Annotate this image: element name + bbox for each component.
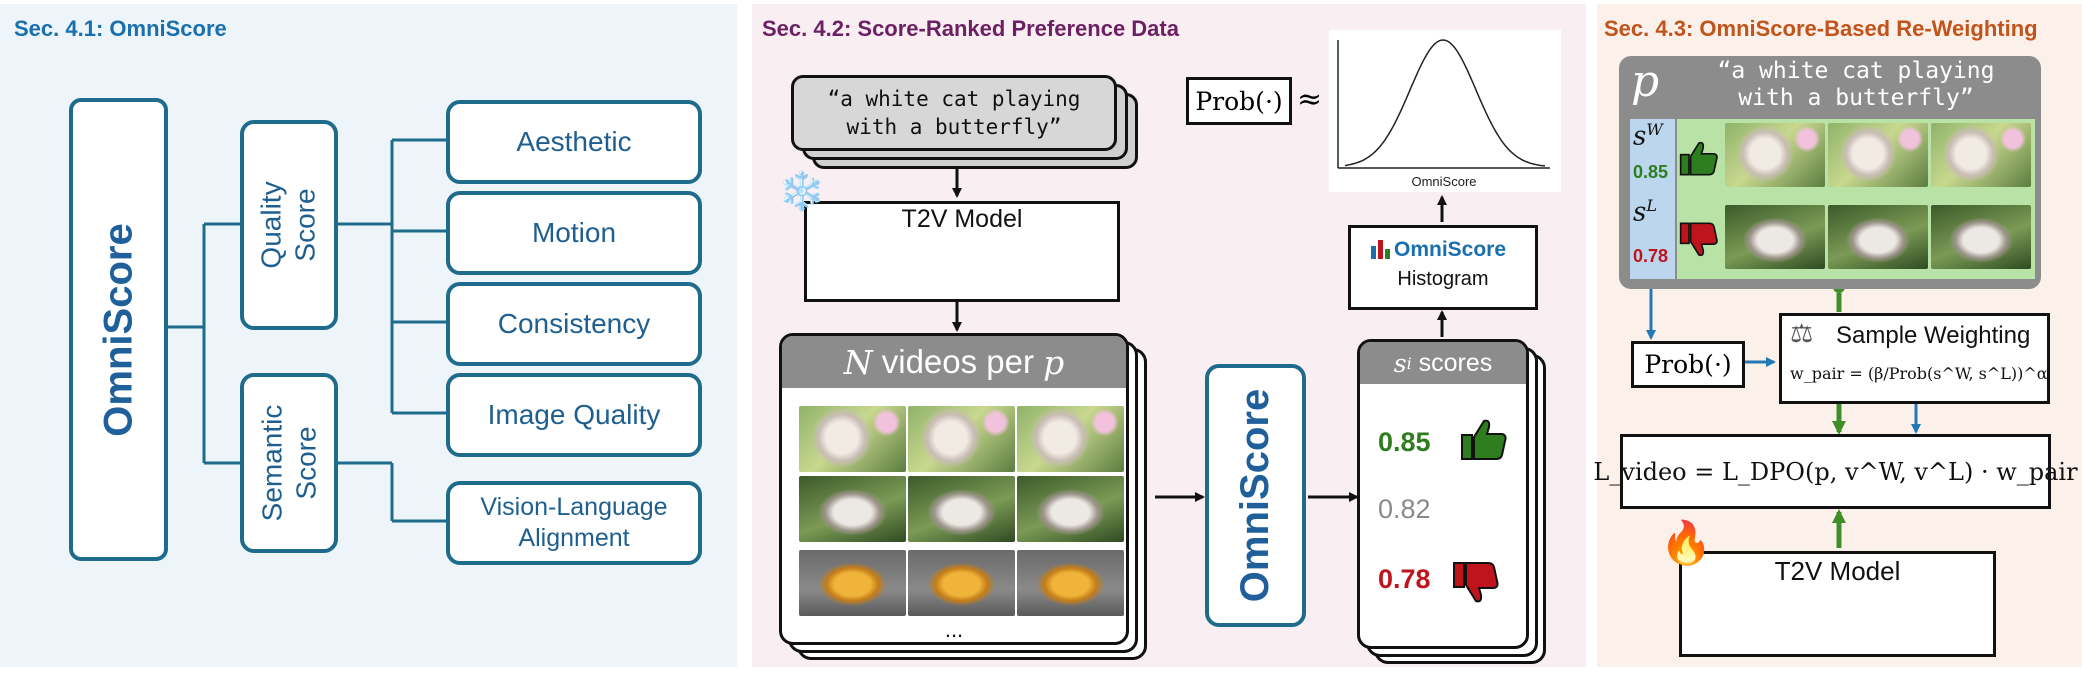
motion-node: Motion — [446, 191, 702, 275]
fire-icon: 🔥 — [1660, 519, 1713, 566]
loss-formula-box: L_video = L_DPO(p, v^W, v^L) · w_pair — [1593, 434, 2078, 509]
consistency-node: Consistency — [446, 282, 702, 366]
more-videos-ellipsis: ... — [944, 617, 964, 642]
video-pairs-panel — [1677, 119, 2035, 279]
videos-header: N videos per p — [782, 336, 1126, 388]
aesthetic-node: Aesthetic — [446, 100, 702, 184]
prob-box-weighting: Prob(·) — [1631, 341, 1745, 388]
prompt-symbol-p: p — [1631, 56, 1660, 107]
omniscore-root-node: OmniScore — [69, 98, 168, 561]
winner-video-thumb — [1931, 123, 2031, 187]
video-thumb — [1017, 476, 1124, 542]
video-thumb — [799, 476, 906, 542]
histogram-x-label: OmniScore — [1411, 174, 1477, 189]
thumbs-down-icon — [1453, 562, 1499, 603]
pipeline-arrows — [952, 166, 1447, 502]
score-tree-connectors — [166, 138, 448, 523]
sample-weighting-box: ⚖ Sample Weighting w_pair = (β/Prob(s^W,… — [1779, 313, 2050, 404]
t2v-model-trainable — [1679, 551, 1996, 657]
video-thumb — [799, 550, 906, 616]
bar-chart-icon — [1371, 240, 1390, 259]
histogram-label: Histogram — [1397, 268, 1489, 290]
loser-score-value: 0.78 — [1633, 246, 1669, 266]
loser-video-thumb — [1725, 205, 1825, 269]
section-title-reweighting: Sec. 4.3: OmniScore-Based Re-Weighting — [1604, 16, 2038, 41]
score-best: 0.85 — [1378, 427, 1431, 457]
winner-score-symbol: sW — [1633, 120, 1663, 152]
section-title-preference-data: Sec. 4.2: Score-Ranked Preference Data — [762, 16, 1179, 41]
winner-video-thumb — [1725, 123, 1825, 187]
t2v-model-frozen — [804, 201, 1120, 302]
weighting-formula: w_pair = (β/Prob(s^W, s^L))^α — [1790, 364, 2048, 383]
loser-score-symbol: sL — [1633, 196, 1657, 228]
prompt-card: “a white cat playing with a butterfly” — [791, 75, 1117, 151]
loser-video-thumb — [1828, 205, 1928, 269]
thumbs-up-icon — [1679, 141, 1718, 176]
snowflake-icon: ❄️ — [778, 171, 826, 213]
video-thumb — [1017, 406, 1124, 472]
scale-icon: ⚖ — [1790, 318, 1814, 348]
vision-language-alignment-node: Vision-Language Alignment — [446, 481, 702, 565]
video-thumb — [799, 406, 906, 472]
score-worst: 0.78 — [1378, 564, 1431, 594]
prob-box-histogram: Prob(·) — [1186, 77, 1292, 125]
score-label-column — [1630, 119, 1675, 279]
video-thumb — [1017, 550, 1124, 616]
section-title-omniscore: Sec. 4.1: OmniScore — [14, 16, 227, 41]
omniscore-scorer: OmniScore — [1205, 364, 1306, 627]
video-thumb — [908, 406, 1015, 472]
t2v-model-trainable-label: T2V Model — [1774, 556, 1901, 586]
thumbs-up-icon — [1461, 419, 1507, 460]
video-thumb — [908, 550, 1015, 616]
video-thumb — [908, 476, 1015, 542]
histogram-plot — [1329, 30, 1561, 192]
video-card: N videos per p ... — [779, 333, 1129, 645]
thumbs-down-icon — [1679, 222, 1718, 257]
prompt-panel: p “a white cat playing with a butterfly”… — [1619, 56, 2041, 289]
quality-score-node: Quality Score — [240, 120, 338, 330]
bell-curve — [1344, 39, 1546, 167]
histogram-logo-text: OmniScore — [1394, 238, 1507, 261]
sample-weighting-label: Sample Weighting — [1836, 322, 2031, 349]
image-quality-node: Image Quality — [446, 373, 702, 457]
histogram-box — [1348, 225, 1538, 310]
winner-video-thumb — [1828, 123, 1928, 187]
approx-sign: ≈ — [1297, 82, 1323, 117]
semantic-score-node: Semantic Score — [240, 373, 338, 553]
winner-score-value: 0.85 — [1633, 162, 1669, 182]
prompt-text: “a white cat playing with a butterfly” — [1717, 58, 1995, 111]
t2v-model-label: T2V Model — [901, 205, 1023, 233]
loser-video-thumb — [1931, 205, 2031, 269]
score-middle: 0.82 — [1378, 494, 1431, 524]
